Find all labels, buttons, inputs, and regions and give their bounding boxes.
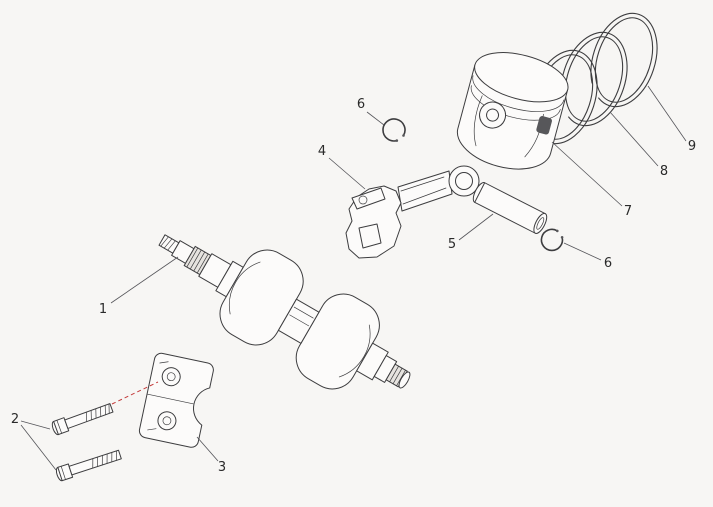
thread-hatch xyxy=(160,236,176,251)
callout-1: 1 xyxy=(99,302,107,317)
bolt-head-line xyxy=(60,465,66,480)
bolt-shaft xyxy=(64,403,114,429)
pin-bore-shadow xyxy=(536,116,552,135)
callout-7: 7 xyxy=(624,204,632,219)
cap-edge-details xyxy=(147,361,169,431)
callout-8: 8 xyxy=(660,164,668,179)
bolt-thread-hatch xyxy=(86,403,110,422)
leader-6a xyxy=(366,111,385,126)
ring-groove-2 xyxy=(470,85,561,121)
pin-bore xyxy=(536,217,545,230)
bolt-2-drawing xyxy=(55,449,122,482)
skirt-contour-left xyxy=(473,95,483,147)
cap-split-line xyxy=(146,393,194,405)
pin-boss-hole xyxy=(486,108,500,122)
leader-lines xyxy=(20,85,687,471)
circlip-wire xyxy=(382,118,406,142)
rod-small-end-bore xyxy=(455,172,473,190)
bolt-hole-lower xyxy=(157,411,177,431)
spline-hatch xyxy=(186,247,209,274)
crank-tip-end xyxy=(398,371,411,389)
circlip-end xyxy=(395,139,399,142)
bolt-1-drawing xyxy=(51,403,114,436)
bolt-hole-upper-inner xyxy=(166,372,176,382)
circlip-lower-drawing xyxy=(540,228,564,252)
pin-near-end xyxy=(533,212,548,234)
rod-big-end-tab xyxy=(351,187,386,210)
callout-2: 2 xyxy=(11,412,19,427)
circlip-wire xyxy=(540,228,564,252)
circlip-upper-drawing xyxy=(382,118,406,142)
callout-9: 9 xyxy=(688,139,696,154)
piston-crown xyxy=(474,52,569,103)
crankshaft-drawing xyxy=(158,234,411,390)
alignment-dashed-line xyxy=(111,381,159,405)
pin-boss xyxy=(479,101,507,129)
ring-inner-edge xyxy=(594,17,654,103)
callout-6-lower: 6 xyxy=(604,256,612,271)
leader-8 xyxy=(609,111,659,167)
rod-big-end-window xyxy=(358,223,382,249)
ring-outer-edge xyxy=(590,12,658,108)
bolt-hole-upper xyxy=(161,367,181,387)
leader-1 xyxy=(110,256,179,304)
callout-5: 5 xyxy=(448,237,456,252)
leader-4 xyxy=(328,157,366,190)
callout-4: 4 xyxy=(318,144,326,159)
bolt-hole-lower-inner xyxy=(162,416,172,426)
leader-2a xyxy=(20,420,51,430)
callout-6-upper: 6 xyxy=(357,97,365,112)
web-2-contour xyxy=(338,324,371,378)
bolt-thread-hatch xyxy=(92,450,117,469)
bearing-bore-cutout xyxy=(193,387,216,427)
bolt-head-line xyxy=(56,419,63,434)
piston-ring-top-drawing xyxy=(587,12,658,108)
circlip-end xyxy=(560,236,564,239)
bolt-shaft xyxy=(68,449,122,476)
bearing-bore-arc xyxy=(193,387,211,426)
circlip-end xyxy=(556,229,559,233)
ring-inner-edge xyxy=(564,36,624,122)
leader-2b xyxy=(20,424,57,471)
callout-3: 3 xyxy=(218,460,226,475)
rod-tab-hole xyxy=(358,195,368,205)
piston-pin-drawing xyxy=(472,182,548,234)
leader-6b xyxy=(563,242,602,261)
piston-drawing xyxy=(456,52,569,170)
connecting-rod-drawing xyxy=(345,165,480,259)
leader-7 xyxy=(551,141,623,207)
leader-3 xyxy=(196,436,219,462)
bearing-caps-drawing xyxy=(138,352,216,448)
leader-9 xyxy=(647,85,687,142)
web-1-contour xyxy=(229,261,261,315)
rod-ibeam-lines xyxy=(400,176,447,205)
circlip-end xyxy=(402,134,405,137)
leader-5 xyxy=(458,213,494,241)
ring-groove-1 xyxy=(472,75,565,112)
crankpin-lines xyxy=(289,306,314,327)
callout-labels: 1 2 3 4 5 6 6 7 8 9 xyxy=(11,97,696,475)
crankpin-window xyxy=(277,298,320,344)
